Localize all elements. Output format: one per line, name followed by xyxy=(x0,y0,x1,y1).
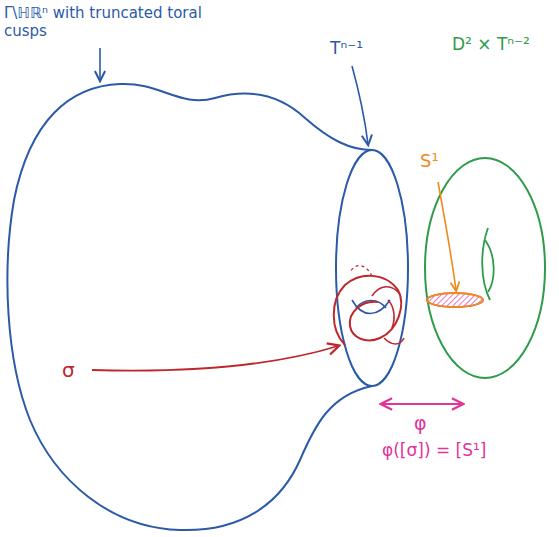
map-equation: φ([σ]) = [S¹] xyxy=(382,440,486,460)
solid-torus-hole xyxy=(485,240,494,292)
meridian-disc xyxy=(427,293,483,307)
solid-torus-label: D² × Tⁿ⁻² xyxy=(452,34,530,54)
curve-label: σ xyxy=(62,358,75,382)
cusp-boundary xyxy=(336,150,408,386)
sigma-curve xyxy=(334,276,401,345)
sigma-curve xyxy=(350,266,372,276)
sigma-curve xyxy=(372,287,404,344)
boundary-label: Tⁿ⁻¹ xyxy=(330,38,363,58)
leader-arrow xyxy=(99,48,101,80)
phi-arrow xyxy=(382,403,462,405)
meridian-circle xyxy=(427,293,483,307)
leader-arrow xyxy=(438,182,456,290)
circle-label: S¹ xyxy=(420,150,439,172)
solid-torus xyxy=(425,158,545,378)
leader-arrow xyxy=(92,346,338,371)
manifold-outline xyxy=(7,84,372,530)
leader-arrow xyxy=(352,66,368,144)
map-label: φ xyxy=(414,412,427,435)
manifold-label: Γ\ℍℝⁿ with truncated toral cusps xyxy=(4,4,204,40)
